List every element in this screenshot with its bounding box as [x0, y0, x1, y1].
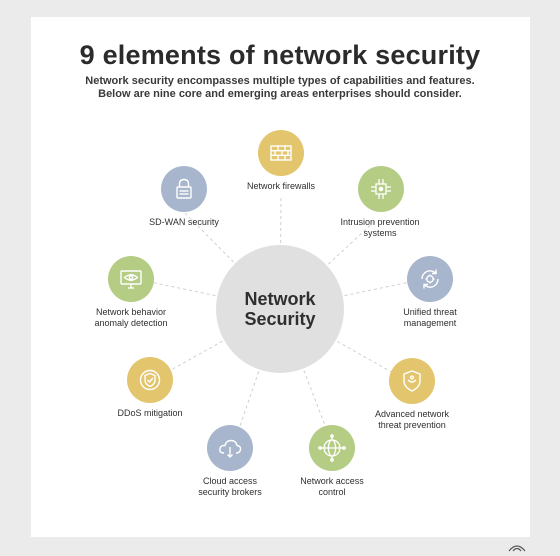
hub-line-1: Network [244, 289, 316, 309]
network-security-hub: Network Security [216, 245, 344, 373]
label-sd-wan-security: SD-WAN security [124, 217, 244, 228]
node-unified-threat-management [407, 256, 453, 302]
connector-utm [279, 281, 411, 310]
shield-check-icon [139, 369, 161, 391]
label-line-2: control [318, 487, 346, 497]
label-line-1: Network behavior [95, 307, 167, 317]
label-ddos-mitigation: DDoS mitigation [90, 408, 210, 419]
node-sd-wan-security [161, 166, 207, 212]
label-network-behavior-anomaly: Network behavior anomaly detection [71, 307, 191, 329]
connector-nac [279, 308, 331, 439]
label-line-2: threat prevention [378, 420, 446, 430]
label-line-2: systems [363, 228, 397, 238]
label-network-access-control: Network access control [272, 476, 392, 498]
cloud-icon [219, 439, 242, 458]
label-line-1: Intrusion prevention [340, 217, 420, 227]
label-line-1: Unified threat [403, 307, 457, 317]
node-network-access-control [309, 425, 355, 471]
refresh-gear-icon [421, 269, 439, 289]
brand-logo-icon [508, 545, 526, 552]
padlock-icon [176, 178, 192, 199]
label-line-1: Cloud access [202, 476, 258, 486]
circuit-chip-icon [371, 179, 391, 199]
label-cloud-access-security-brokers: Cloud access security brokers [170, 476, 290, 498]
connector-ddos [161, 308, 281, 376]
connector-nbad [149, 281, 281, 310]
label-network-firewalls: Network firewalls [221, 181, 341, 192]
label-intrusion-prevention: Intrusion prevention systems [320, 217, 440, 239]
hub-line-2: Security [244, 309, 316, 329]
label-line-1: Network firewalls [246, 181, 315, 191]
connector-sdwan [183, 211, 281, 310]
shield-badge-icon [403, 370, 421, 392]
node-ddos-mitigation [127, 357, 173, 403]
node-network-firewalls [258, 130, 304, 176]
page-title: 9 elements of network security [79, 40, 481, 70]
subtitle-line-1: Network security encompasses multiple ty… [85, 75, 475, 87]
label-line-2: security brokers [198, 487, 262, 497]
label-advanced-threat-prevention: Advanced network threat prevention [352, 409, 472, 431]
label-line-2: anomaly detection [94, 318, 168, 328]
network-globe-icon [318, 434, 346, 462]
node-intrusion-prevention [358, 166, 404, 212]
node-network-behavior-anomaly [108, 256, 154, 302]
label-line-1: Advanced network [374, 409, 450, 419]
label-line-1: SD-WAN security [149, 217, 219, 227]
connector-casb [237, 308, 281, 433]
eye-monitor-icon [120, 270, 142, 289]
node-cloud-access-security-brokers [207, 425, 253, 471]
connector-antp [279, 308, 396, 375]
subtitle-line-2: Below are nine core and emerging areas e… [98, 88, 462, 100]
label-unified-threat-management: Unified threat management [370, 307, 490, 329]
connector-ips [279, 219, 377, 310]
firewall-icon [270, 145, 292, 161]
node-advanced-threat-prevention [389, 358, 435, 404]
label-line-1: Network access [300, 476, 364, 486]
label-line-2: management [403, 318, 457, 328]
label-line-1: DDoS mitigation [117, 408, 183, 418]
